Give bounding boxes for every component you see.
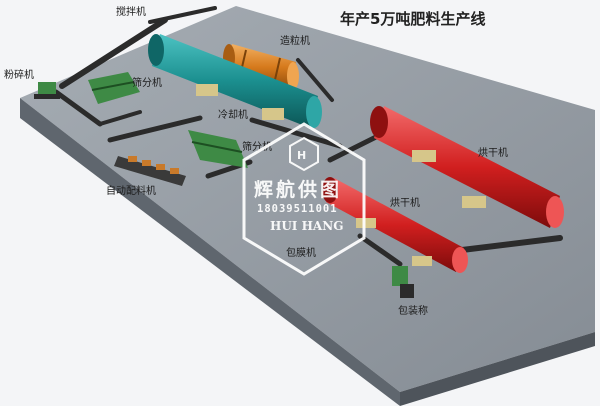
watermark-logo-icon [289,136,319,172]
auto-batching-machine [114,156,186,186]
label-dryer-mid: 烘干机 [390,196,420,209]
watermark-brand-cn: 辉航供图 [254,178,342,201]
label-dryer-right: 烘干机 [478,146,508,159]
watermark-phone: 18039511001 [257,203,338,215]
dryer-mid [322,177,468,273]
conveyor-to-dryer [327,132,383,163]
conveyor-to-packer [357,233,403,267]
label-mixer: 搅拌机 [116,5,146,18]
conveyor-granulator-to-cooler [296,58,334,102]
label-screener-lower: 筛分机 [242,140,272,153]
label-coater: 包膜机 [286,246,316,259]
conveyor-to-screener [98,110,142,126]
label-screener-upper: 筛分机 [132,76,162,89]
watermark-brand-en: HUI HANG [270,219,343,233]
lower-screener [188,130,248,168]
conveyors [53,6,563,267]
diagram-title: 年产5万吨肥料生产线 [340,10,485,28]
conveyor-crusher-down [53,89,103,127]
label-packer: 包装称 [398,304,428,317]
platform [20,6,595,406]
conveyor-top [148,6,217,24]
label-granulator: 造粒机 [280,34,310,47]
watermark-logo-mark: H [297,149,306,162]
watermark-hexagon [242,122,366,276]
conveyor-mixer-to-crusher [59,17,168,89]
conveyor-cooler-to-screener [249,117,343,149]
dryer-right [370,106,564,228]
conveyor-dryer-return [459,235,563,253]
cooler [148,34,322,128]
conveyor-batching-1 [107,115,203,143]
platform-top [20,6,595,392]
watermark: H 辉航供图 18039511001 HUI HANG [242,122,366,276]
label-crusher: 粉碎机 [4,68,34,81]
label-cooler: 冷却机 [218,108,248,121]
label-auto-batching: 自动配料机 [106,184,156,197]
packer [392,266,414,298]
upper-screener [88,72,140,104]
platform-front-left [20,98,400,406]
platform-front-right [400,332,595,406]
crusher [34,82,60,99]
